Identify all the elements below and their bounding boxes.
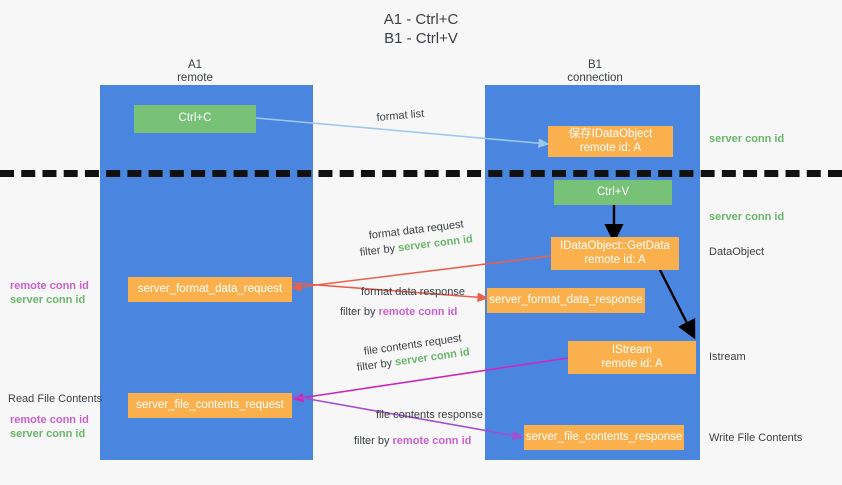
right-label-dataobject: DataObject [709, 246, 765, 258]
phase-divider [0, 170, 842, 177]
left-label-read-file-contents: Read File Contents [8, 393, 103, 405]
label-format-data-response: format data response [361, 286, 465, 298]
box-server-file-contents-response-label: server_file_contents_response [525, 430, 683, 443]
box-istream[interactable]: IStream remote id: A [568, 341, 696, 374]
lane-header-b1: B1 connection [520, 59, 670, 85]
lane-b1-name: B1 [587, 59, 603, 71]
filter-prefix: filter by [354, 435, 393, 447]
filter-value-remote-conn-id: remote conn id [392, 435, 472, 447]
filter-prefix: filter by [356, 356, 396, 374]
label-format-list: format list [376, 107, 425, 124]
filter-value-remote-conn-id: remote conn id [378, 306, 458, 318]
left-label-server-conn-id-1: server conn id [10, 294, 86, 306]
label-format-data-response-filter: filter by remote conn id [340, 305, 457, 319]
lane-header-a1: A1 remote [120, 59, 270, 85]
lane-a1-sub: remote [177, 72, 213, 84]
box-ctrl-v-label: Ctrl+V [596, 185, 630, 198]
box-ctrl-c[interactable]: Ctrl+C [134, 105, 256, 133]
page-title-line1: A1 - Ctrl+C [383, 11, 459, 28]
box-idataobject-getdata-line1: IDataObject::GetData [560, 240, 670, 252]
box-server-file-contents-request-label: server_file_contents_request [136, 398, 284, 411]
left-label-remote-conn-id-1: remote conn id [10, 280, 89, 292]
lane-a1-name: A1 [187, 59, 203, 71]
box-save-idataobject-line2: remote id: A [579, 141, 642, 154]
box-istream-line2: remote id: A [601, 357, 663, 370]
box-save-idataobject-line1: 保存IDataObject [568, 128, 653, 140]
right-label-server-conn-id-top: server conn id [709, 133, 785, 145]
label-file-contents-response-filter: filter by remote conn id [354, 434, 471, 448]
right-label-server-conn-id-mid: server conn id [709, 211, 785, 223]
box-ctrl-v[interactable]: Ctrl+V [554, 180, 672, 205]
filter-prefix: filter by [340, 306, 379, 318]
box-idataobject-getdata[interactable]: IDataObject::GetData remote id: A [551, 237, 679, 270]
box-server-format-data-request[interactable]: server_format_data_request [128, 277, 292, 302]
left-label-server-conn-id-2: server conn id [10, 428, 86, 440]
box-server-file-contents-request[interactable]: server_file_contents_request [128, 393, 292, 418]
box-server-format-data-response-label: server_format_data_response [489, 293, 643, 306]
box-istream-line1: IStream [611, 344, 653, 356]
lane-b1-sub: connection [567, 72, 623, 84]
box-server-format-data-response[interactable]: server_format_data_response [487, 288, 645, 313]
box-server-format-data-request-label: server_format_data_request [137, 282, 283, 295]
label-file-contents-response: file contents response [376, 409, 484, 421]
box-save-idataobject[interactable]: 保存IDataObject remote id: A [548, 126, 673, 157]
box-ctrl-c-label: Ctrl+C [178, 112, 212, 125]
right-label-istream: Istream [709, 351, 746, 363]
page-title-line2: B1 - Ctrl+V [384, 30, 458, 47]
filter-prefix: filter by [359, 242, 399, 259]
left-label-remote-conn-id-2: remote conn id [10, 414, 89, 426]
box-server-file-contents-response[interactable]: server_file_contents_response [524, 425, 684, 450]
box-idataobject-getdata-line2: remote id: A [584, 253, 646, 266]
right-label-write-file-contents: Write File Contents [709, 432, 803, 444]
